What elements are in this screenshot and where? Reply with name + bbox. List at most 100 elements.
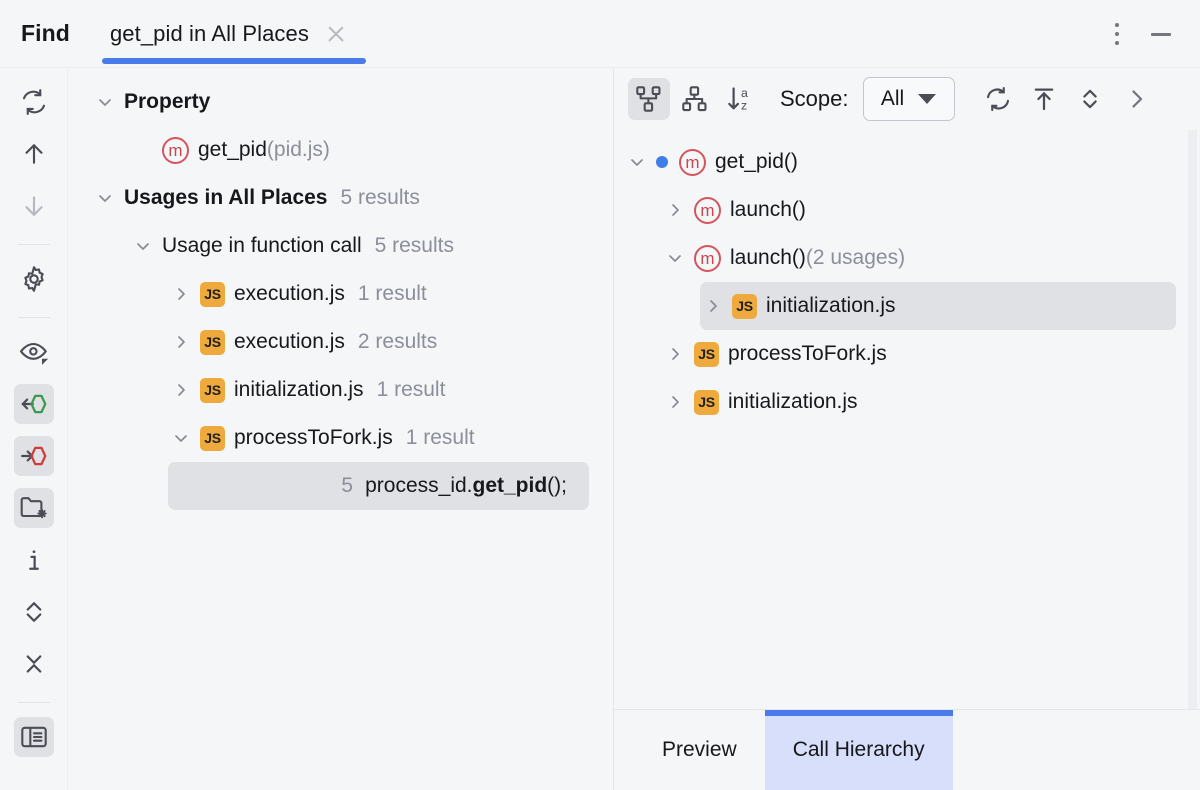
caller-hierarchy-icon[interactable] (674, 78, 716, 120)
settings-gear-icon[interactable] (14, 259, 54, 299)
toggle-preview-panel-icon[interactable] (13, 717, 54, 757)
close-icon[interactable] (325, 23, 347, 45)
tree-row-processtofork[interactable]: JS processToFork.js 1 result (168, 414, 589, 462)
tree-row-label: Usage in function call (162, 234, 362, 257)
js-file-icon: JS (200, 425, 225, 451)
tree-row-label: Usages in All Places (124, 186, 328, 209)
chevron-right-icon[interactable] (168, 377, 194, 403)
hierarchy-row-label: processToFork.js (728, 342, 887, 365)
method-icon: m (162, 136, 189, 164)
tab-label: get_pid in All Places (109, 20, 309, 46)
group-by-directory-icon[interactable] (13, 488, 54, 528)
callee-hierarchy-icon[interactable] (628, 78, 670, 120)
tree-row-count: 1 result (405, 426, 475, 449)
code-match: get_pid (472, 474, 548, 497)
tree-row-count: 1 result (376, 378, 446, 401)
chevron-down-icon (918, 94, 937, 104)
tree-row-execution-1[interactable]: JS execution.js 1 result (168, 270, 589, 318)
info-icon[interactable] (14, 540, 54, 580)
tree-row-count: 1 result (357, 282, 427, 305)
chevron-down-icon[interactable] (130, 233, 156, 259)
refresh-icon[interactable] (977, 78, 1019, 120)
scope-value: All (880, 87, 905, 110)
chevron-down-icon[interactable] (168, 425, 194, 451)
tabstrip: get_pid in All Places (92, 0, 367, 67)
call-hierarchy-toolbar: a z Scope: All (614, 68, 1200, 130)
next-occurrence-icon[interactable] (14, 186, 54, 226)
tree-row-suffix: (pid.js) (266, 138, 330, 161)
hierarchy-row-ch-initialization2[interactable]: JS initialization.js (662, 378, 1176, 426)
chevron-right-icon[interactable] (168, 329, 194, 355)
tree-row-label: get_pid (198, 138, 267, 161)
chevron-down-icon[interactable] (662, 245, 688, 271)
tree-row-usages-all[interactable]: Usages in All Places 5 results (92, 174, 589, 222)
previous-occurrence-icon[interactable] (14, 134, 54, 174)
chevron-right-icon[interactable] (700, 293, 726, 319)
code-suffix: (); (547, 474, 567, 497)
scope-label: Scope: (780, 86, 849, 111)
vertical-scrollbar[interactable] (1188, 130, 1197, 709)
minimize-icon[interactable] (1148, 21, 1174, 47)
tab-preview-label: Preview (662, 738, 737, 761)
show-write-access-icon[interactable] (13, 436, 54, 476)
call-hierarchy-panel: a z Scope: All (614, 68, 1200, 790)
expand-all-icon[interactable] (14, 592, 54, 632)
method-icon: m (694, 244, 721, 272)
page-title: Find (21, 20, 70, 46)
collapse-all-icon[interactable] (14, 644, 54, 684)
rail-divider-3 (17, 702, 50, 703)
hierarchy-row-suffix: (2 usages) (805, 246, 906, 269)
tab-call-hierarchy[interactable]: Call Hierarchy (764, 710, 953, 790)
tab-active-underline (764, 710, 953, 716)
hierarchy-row-ch-processtofork[interactable]: JS processToFork.js (662, 330, 1176, 378)
tab-find-get-pid[interactable]: get_pid in All Places (92, 0, 367, 67)
chevron-right-icon[interactable] (662, 197, 688, 223)
tree-row-count: 5 results (340, 186, 420, 209)
chevron-down-icon[interactable] (624, 149, 650, 175)
show-read-access-icon[interactable] (13, 384, 54, 424)
tree-row-label: Property (124, 90, 211, 113)
expand-collapse-icon[interactable] (1069, 78, 1111, 120)
tree-row-label: execution.js (234, 282, 345, 305)
method-icon: m (694, 196, 721, 224)
bottom-tabstrip: Preview Call Hierarchy (614, 710, 1200, 790)
chevron-right-icon[interactable] (662, 341, 688, 367)
rail-divider-2 (17, 317, 50, 318)
tree-row-count: 2 results (357, 330, 438, 353)
code-result-row[interactable]: 5 process_id. get_pid (); (168, 462, 589, 510)
js-file-icon: JS (694, 389, 719, 415)
js-file-icon: JS (200, 377, 225, 403)
tree-row-label: processToFork.js (234, 426, 393, 449)
code-prefix: process_id. (365, 474, 473, 497)
kebab-menu-icon[interactable] (1106, 21, 1128, 47)
tree-row-property[interactable]: Property (92, 78, 589, 126)
js-file-icon: JS (200, 281, 225, 307)
svg-text:a: a (741, 86, 748, 100)
js-file-icon: JS (694, 341, 719, 367)
preview-eye-icon[interactable] (14, 332, 54, 372)
chevron-right-icon[interactable] (168, 281, 194, 307)
left-toolbar-rail (0, 68, 68, 790)
rerun-search-icon[interactable] (14, 82, 54, 122)
export-to-top-icon[interactable] (1023, 78, 1065, 120)
more-chevron-icon[interactable] (1115, 78, 1157, 120)
chevron-right-icon[interactable] (662, 389, 688, 415)
tab-preview[interactable]: Preview (634, 710, 765, 790)
chevron-down-icon[interactable] (92, 89, 118, 115)
sort-alphabetically-icon[interactable]: a z (720, 78, 762, 120)
tree-row-get-pid-decl[interactable]: m get_pid (pid.js) (130, 126, 589, 174)
chevron-down-icon[interactable] (92, 185, 118, 211)
method-icon: m (679, 148, 706, 176)
hierarchy-row-label: initialization.js (728, 390, 858, 413)
scope-select[interactable]: All (862, 77, 955, 121)
tab-active-underline (101, 58, 366, 64)
find-results-tree[interactable]: Property m get_pid (pid.js) Usages in All P… (68, 68, 614, 790)
